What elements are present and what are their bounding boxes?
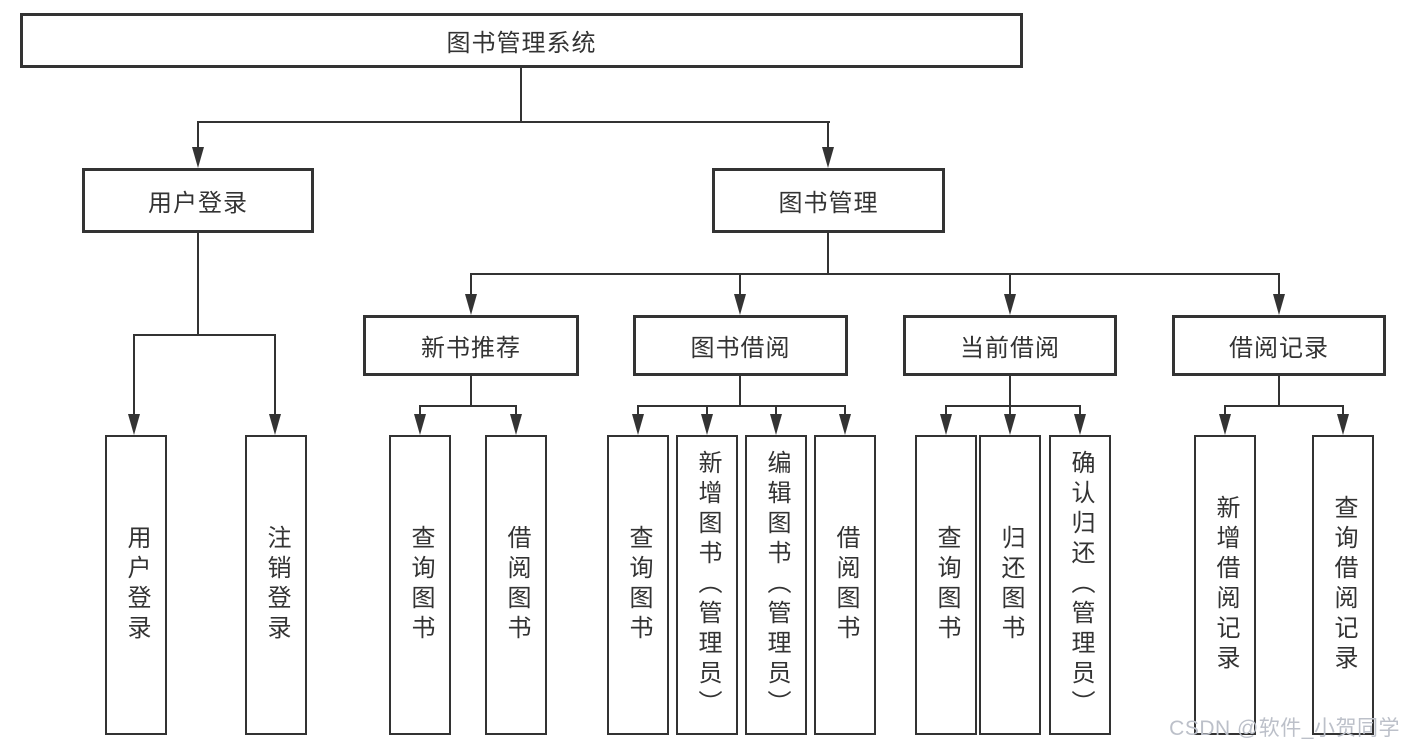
leaf-label: 查询图书 xyxy=(933,525,960,645)
arrowhead-down-icon xyxy=(632,414,644,435)
connector-line xyxy=(1342,405,1344,416)
node-new-book-recommendation: 新书推荐 xyxy=(363,315,579,376)
arrowhead-down-icon xyxy=(1004,294,1016,315)
arrowhead-down-icon xyxy=(465,294,477,315)
leaf-recommend-query-books: 查询图书 xyxy=(389,435,451,735)
connector-line xyxy=(946,405,1081,407)
connector-line xyxy=(197,121,199,149)
leaf-current-query-books: 查询图书 xyxy=(915,435,977,735)
arrowhead-down-icon xyxy=(839,414,851,435)
node-library-management-system: 图书管理系统 xyxy=(20,13,1023,68)
node-current-borrowing: 当前借阅 xyxy=(903,315,1117,376)
connector-line xyxy=(197,233,199,334)
node-book-management: 图书管理 xyxy=(712,168,945,233)
leaf-label: 用户登录 xyxy=(123,525,150,645)
leaf-confirm-return-admin: 确认归还（管理员） xyxy=(1049,435,1111,735)
connector-line xyxy=(470,376,472,405)
node-label: 借阅记录 xyxy=(1229,335,1329,362)
leaf-label: 查询图书 xyxy=(625,525,652,645)
connector-line xyxy=(1224,405,1226,416)
leaf-recommend-borrow-books: 借阅图书 xyxy=(485,435,547,735)
leaf-borrow-books: 借阅图书 xyxy=(814,435,876,735)
connector-line xyxy=(827,233,829,273)
connector-line xyxy=(637,405,639,416)
leaf-label: 编辑图书（管理员） xyxy=(763,450,790,720)
node-book-borrowing: 图书借阅 xyxy=(633,315,848,376)
connector-line xyxy=(638,405,846,407)
leaf-label: 借阅图书 xyxy=(832,525,859,645)
watermark: CSDN @软件_小贺同学 xyxy=(1169,717,1400,740)
connector-line xyxy=(515,405,517,416)
arrowhead-down-icon xyxy=(734,294,746,315)
arrowhead-down-icon xyxy=(770,414,782,435)
leaf-user-login: 用户登录 xyxy=(105,435,167,735)
arrowhead-down-icon xyxy=(1273,294,1285,315)
node-label: 图书借阅 xyxy=(690,335,791,362)
node-label: 当前借阅 xyxy=(960,335,1060,362)
leaf-logout: 注销登录 xyxy=(245,435,307,735)
arrowhead-down-icon xyxy=(414,414,426,435)
arrowhead-down-icon xyxy=(128,414,140,435)
node-label: 用户登录 xyxy=(148,190,248,217)
connector-line xyxy=(775,405,777,416)
connector-line xyxy=(471,273,1280,275)
connector-line xyxy=(1009,405,1011,416)
arrowhead-down-icon xyxy=(192,147,204,168)
arrowhead-down-icon xyxy=(510,414,522,435)
leaf-label: 注销登录 xyxy=(263,525,290,645)
arrowhead-down-icon xyxy=(701,414,713,435)
connector-line xyxy=(1278,376,1280,405)
connector-line xyxy=(470,273,472,296)
node-label: 图书管理系统 xyxy=(446,30,597,57)
connector-line xyxy=(739,376,741,405)
connector-line xyxy=(827,121,829,149)
leaf-label: 归还图书 xyxy=(997,525,1024,645)
leaf-label: 查询借阅记录 xyxy=(1330,495,1357,675)
connector-line xyxy=(274,334,276,416)
node-label: 图书管理 xyxy=(778,190,879,217)
connector-line xyxy=(1079,405,1081,416)
leaf-return-books: 归还图书 xyxy=(979,435,1041,735)
connector-line xyxy=(1225,405,1344,407)
arrowhead-down-icon xyxy=(1337,414,1349,435)
leaf-add-books-admin: 新增图书（管理员） xyxy=(676,435,738,735)
arrowhead-down-icon xyxy=(1074,414,1086,435)
arrowhead-down-icon xyxy=(822,147,834,168)
node-user-login: 用户登录 xyxy=(82,168,314,233)
leaf-borrowing-query-books: 查询图书 xyxy=(607,435,669,735)
arrowhead-down-icon xyxy=(269,414,281,435)
connector-line xyxy=(1009,273,1011,296)
leaf-label: 新增图书（管理员） xyxy=(694,450,721,720)
connector-line xyxy=(844,405,846,416)
arrowhead-down-icon xyxy=(1219,414,1231,435)
leaf-query-borrow-record: 查询借阅记录 xyxy=(1312,435,1374,735)
connector-line xyxy=(1278,273,1280,296)
node-label: 新书推荐 xyxy=(421,335,521,362)
connector-line xyxy=(133,334,135,416)
connector-line xyxy=(706,405,708,416)
connector-line xyxy=(420,405,517,407)
connector-line xyxy=(419,405,421,416)
leaf-label: 借阅图书 xyxy=(503,525,530,645)
leaf-edit-books-admin: 编辑图书（管理员） xyxy=(745,435,807,735)
arrowhead-down-icon xyxy=(940,414,952,435)
leaf-label: 查询图书 xyxy=(407,525,434,645)
connector-line xyxy=(945,405,947,416)
leaf-label: 确认归还（管理员） xyxy=(1067,450,1094,720)
leaf-label: 新增借阅记录 xyxy=(1212,495,1239,675)
arrowhead-down-icon xyxy=(1004,414,1016,435)
leaf-add-borrow-record: 新增借阅记录 xyxy=(1194,435,1256,735)
connector-line xyxy=(739,273,741,296)
connector-line xyxy=(134,334,276,336)
connector-line xyxy=(198,121,830,123)
connector-line xyxy=(1009,376,1011,405)
connector-line xyxy=(520,68,522,121)
node-borrowing-records: 借阅记录 xyxy=(1172,315,1386,376)
